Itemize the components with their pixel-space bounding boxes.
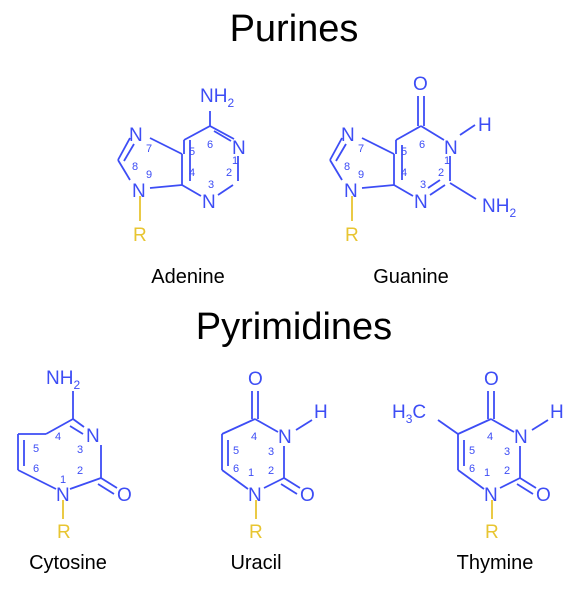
n7-atom: N xyxy=(341,125,355,146)
ring-num-6: 6 xyxy=(469,463,475,475)
nh2-label: NH2 xyxy=(482,196,516,220)
ring-num-8: 8 xyxy=(132,161,138,173)
r-group: R xyxy=(57,522,71,543)
r-group: R xyxy=(133,225,147,246)
cytosine-structure: NH2 N O N R 1 2 3 4 5 6 Cytosine xyxy=(17,368,132,574)
ring-num-5: 5 xyxy=(233,445,239,457)
n9-atom: N xyxy=(132,181,146,202)
n7-atom: N xyxy=(129,125,143,146)
ring-num-6: 6 xyxy=(419,139,425,151)
n1-atom: N xyxy=(248,485,262,506)
ring-num-3: 3 xyxy=(504,446,510,458)
uracil-structure: O N H O N R 1 2 3 4 5 6 Uracil xyxy=(221,369,328,574)
adenine-name: Adenine xyxy=(151,266,224,288)
ring-num-4: 4 xyxy=(401,167,407,179)
ring-num-1: 1 xyxy=(444,155,450,167)
ring-num-1: 1 xyxy=(248,467,254,479)
n1-atom: N xyxy=(484,485,498,506)
thymine-structure: O N H O N H3C R 1 2 3 4 5 6 Thymine xyxy=(392,369,564,574)
ring-num-5: 5 xyxy=(189,146,195,158)
ring-num-6: 6 xyxy=(207,139,213,151)
thymine-name: Thymine xyxy=(457,552,534,574)
h-atom: H xyxy=(550,402,564,423)
ring-num-6: 6 xyxy=(233,463,239,475)
ring-num-6: 6 xyxy=(33,463,39,475)
ring-num-2: 2 xyxy=(77,465,83,477)
ring-num-2: 2 xyxy=(504,465,510,477)
o4-atom: O xyxy=(248,369,263,390)
ring-num-5: 5 xyxy=(33,443,39,455)
o4-atom: O xyxy=(484,369,499,390)
ring-num-1: 1 xyxy=(60,474,66,486)
pyrimidines-heading: Pyrimidines xyxy=(195,306,393,348)
o2-atom: O xyxy=(117,485,132,506)
purines-heading: Purines xyxy=(229,8,359,50)
ring-num-2: 2 xyxy=(438,167,444,179)
uracil-name: Uracil xyxy=(230,552,281,574)
h-atom: H xyxy=(314,402,328,423)
r-group: R xyxy=(485,522,499,543)
n1-atom: N xyxy=(444,138,458,159)
ring-num-7: 7 xyxy=(146,143,152,155)
ring-num-4: 4 xyxy=(55,431,61,443)
ring-num-4: 4 xyxy=(487,431,493,443)
n1-atom: N xyxy=(56,485,70,506)
ring-num-3: 3 xyxy=(268,446,274,458)
ring-num-2: 2 xyxy=(226,167,232,179)
n1-atom: N xyxy=(232,138,246,159)
n3-atom: N xyxy=(414,192,428,213)
ring-num-9: 9 xyxy=(146,169,152,181)
adenine-structure: NH2 N N N N R 1 2 3 4 5 6 7 8 9 Adenine xyxy=(117,86,246,288)
ring-num-5: 5 xyxy=(469,445,475,457)
ring-num-9: 9 xyxy=(358,169,364,181)
nh2-label: NH2 xyxy=(46,368,80,392)
ring-num-8: 8 xyxy=(344,161,350,173)
n3-atom: N xyxy=(514,427,528,448)
o2-atom: O xyxy=(300,485,315,506)
ring-num-1: 1 xyxy=(484,467,490,479)
ring-num-2: 2 xyxy=(268,465,274,477)
ring-num-7: 7 xyxy=(358,143,364,155)
ring-num-5: 5 xyxy=(401,146,407,158)
o6-atom: O xyxy=(413,74,428,95)
ring-num-3: 3 xyxy=(77,444,83,456)
ring-num-1: 1 xyxy=(232,155,238,167)
guanine-name: Guanine xyxy=(373,266,449,288)
nh2-label: NH2 xyxy=(200,86,234,110)
h-atom: H xyxy=(478,115,492,136)
ring-num-3: 3 xyxy=(420,179,426,191)
ring-num-3: 3 xyxy=(208,179,214,191)
cytosine-name: Cytosine xyxy=(29,552,107,574)
n3-atom: N xyxy=(278,427,292,448)
methyl-label: H3C xyxy=(392,402,426,426)
o2-atom: O xyxy=(536,485,551,506)
n9-atom: N xyxy=(344,181,358,202)
n3-atom: N xyxy=(202,192,216,213)
r-group: R xyxy=(345,225,359,246)
r-group: R xyxy=(249,522,263,543)
n3-atom: N xyxy=(86,426,100,447)
ring-num-4: 4 xyxy=(189,167,195,179)
guanine-structure: O N H N NH2 N N R 1 2 3 4 5 6 7 8 9 Guan… xyxy=(329,74,516,288)
ring-num-4: 4 xyxy=(251,431,257,443)
